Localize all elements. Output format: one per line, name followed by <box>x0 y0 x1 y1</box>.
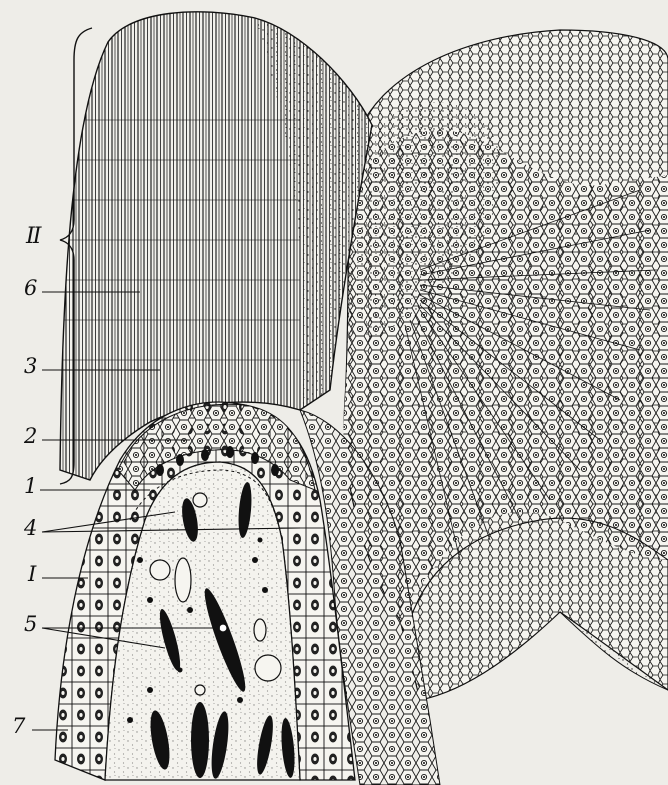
label-5: 5 <box>24 614 37 635</box>
label-6: 6 <box>24 278 37 299</box>
label-3: 3 <box>24 356 37 377</box>
label-1: 1 <box>24 476 37 497</box>
label-II: II <box>26 226 39 248</box>
label-2: 2 <box>24 426 37 447</box>
label-7: 7 <box>12 716 25 737</box>
label-I: I <box>28 564 36 585</box>
label-4: 4 <box>24 518 37 539</box>
